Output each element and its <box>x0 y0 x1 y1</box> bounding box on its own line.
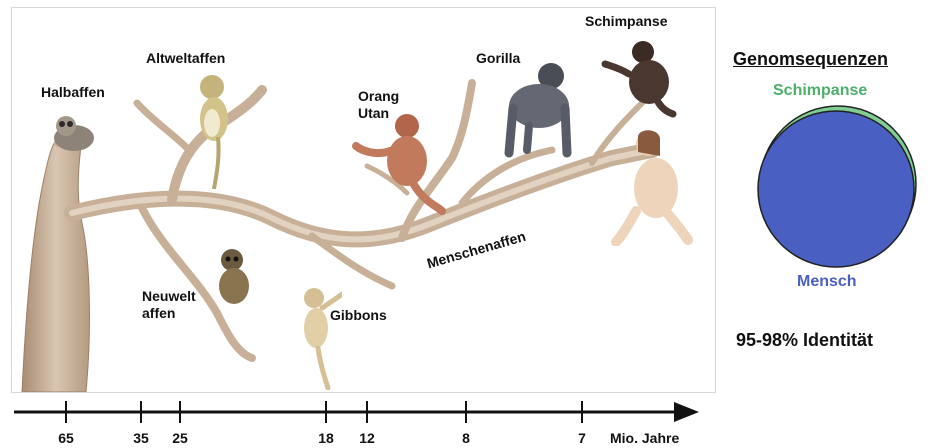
label-orang-utan: Orang Utan <box>358 88 399 122</box>
label-schimpanse: Schimpanse <box>585 13 667 30</box>
tick-label-35: 35 <box>133 430 149 446</box>
tick-label-18: 18 <box>318 430 334 446</box>
label-altweltaffen: Altweltaffen <box>146 50 225 67</box>
tick-label-25: 25 <box>172 430 188 446</box>
identity-percentage: 95-98% Identität <box>736 330 873 351</box>
tick-label-12: 12 <box>359 430 375 446</box>
label-gorilla: Gorilla <box>476 50 520 67</box>
chimpanzee-figure-icon <box>599 38 679 118</box>
human-genome-label: Mensch <box>797 273 857 291</box>
old-world-monkey-figure-icon <box>190 71 240 191</box>
genome-overlap-circles <box>756 98 924 276</box>
axis-unit-label: Mio. Jahre <box>610 430 679 446</box>
human-genome-circle <box>758 111 914 267</box>
new-world-monkey-figure-icon <box>208 246 258 316</box>
gorilla-figure-icon <box>499 58 579 158</box>
label-neuwelt-affen: Neuwelt affen <box>142 288 196 322</box>
phylogeny-panel: Halbaffen Altweltaffen Orang Utan Gorill… <box>11 7 716 393</box>
label-halbaffen: Halbaffen <box>41 84 105 101</box>
prosimian-figure-icon <box>50 110 100 156</box>
genome-title: Genomsequenzen <box>733 49 888 70</box>
axis-arrow-icon <box>674 402 699 422</box>
tick-label-8: 8 <box>462 430 470 446</box>
orangutan-figure-icon <box>352 106 447 216</box>
label-gibbons: Gibbons <box>330 307 387 324</box>
gibbon-figure-icon <box>292 278 342 390</box>
human-figure-icon <box>608 126 693 246</box>
tick-label-7: 7 <box>578 430 586 446</box>
timeline-axis <box>0 390 936 430</box>
tick-label-65: 65 <box>58 430 74 446</box>
